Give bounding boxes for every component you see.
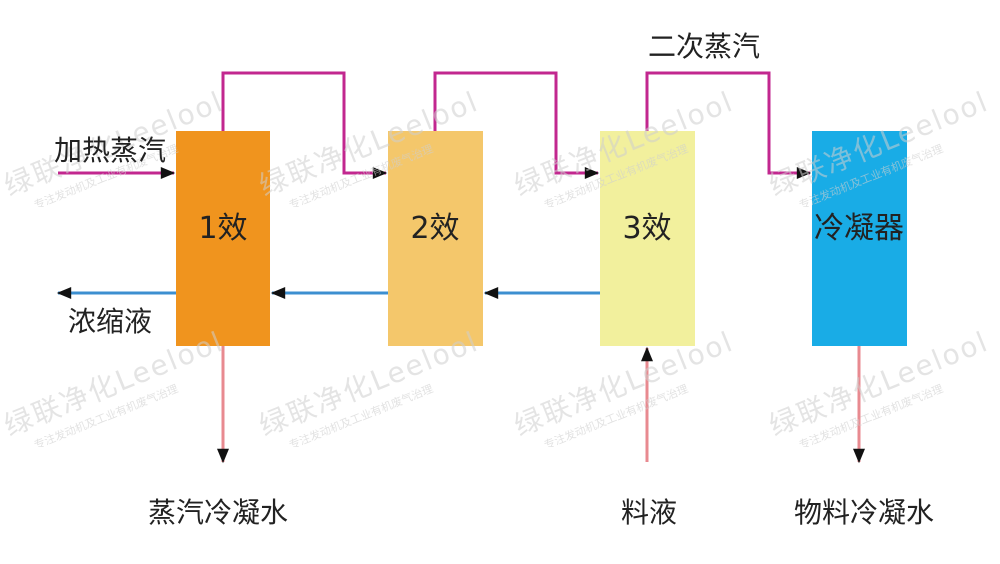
watermark-brand: 绿联净化Leelool [255, 325, 484, 443]
condenser-label: 冷凝器 [814, 211, 904, 246]
heating-steam-label: 加热蒸汽 [54, 134, 166, 167]
steam-line-3-condenser [645, 71, 812, 179]
effect-3-box [600, 131, 695, 346]
steam-line-1-2 [221, 71, 388, 179]
effect-1-label: 1效 [198, 211, 247, 246]
effect-2-label: 2效 [410, 211, 459, 246]
watermark-brand: 绿联净化Leelool [0, 325, 228, 443]
steam-line-2-3 [433, 71, 600, 179]
feed-liquid-label: 料液 [621, 496, 677, 529]
secondary-steam-label: 二次蒸汽 [648, 30, 760, 63]
concentrate-label: 浓缩液 [68, 305, 152, 338]
effect-3-label: 3效 [622, 211, 671, 246]
condenser-box [812, 131, 907, 346]
steam-condensate-label: 蒸汽冷凝水 [148, 496, 288, 529]
effect-2-box [388, 131, 483, 346]
material-condensate-label: 物料冷凝水 [794, 496, 934, 529]
effect-1-box [176, 131, 270, 346]
